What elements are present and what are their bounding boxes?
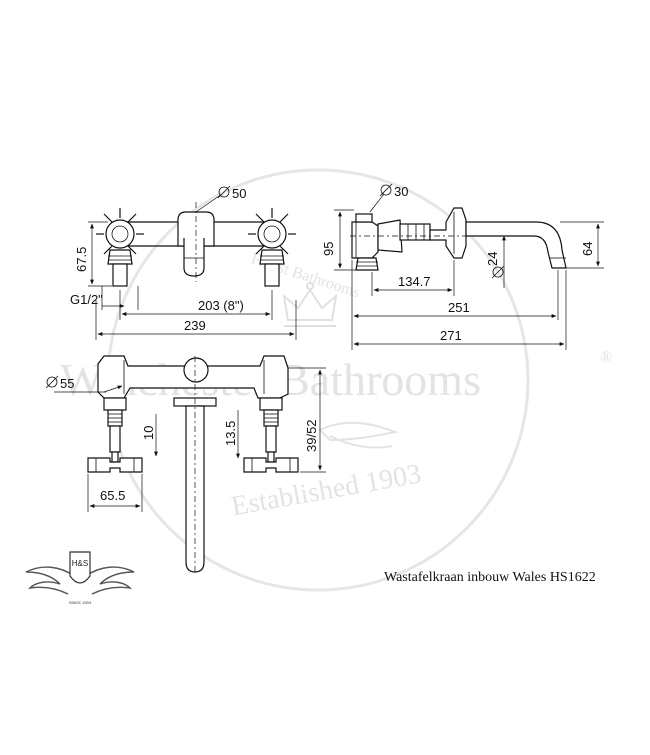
- dim-vertical-39-52: 39/52: [304, 419, 319, 452]
- dim-vertical-13-5: 13.5: [223, 421, 238, 446]
- plan-view: 55 10 13.5 39/52 65.5: [45, 355, 326, 575]
- hs-logo: H&S SINCE 1903: [25, 551, 135, 605]
- dim-diameter-50: 50: [232, 186, 246, 201]
- dim-width-203: 203 (8"): [198, 298, 244, 313]
- dim-vertical-10: 10: [141, 426, 156, 440]
- dim-width-251: 251: [448, 300, 470, 315]
- dim-width-134-7: 134.7: [398, 274, 431, 289]
- dim-height-64: 64: [580, 242, 595, 256]
- left-wing-icon: [25, 566, 75, 595]
- right-wing-icon: [85, 566, 135, 595]
- dim-width-239: 239: [184, 318, 206, 333]
- side-view: 30 95 24 64 134.7 251 271: [321, 183, 604, 350]
- dim-diameter-30: 30: [394, 184, 408, 199]
- dim-diameter-24: 24: [485, 252, 500, 266]
- dim-height-95: 95: [321, 242, 336, 256]
- dim-diameter-55: 55: [60, 376, 74, 391]
- front-view-top: 50 67.5 G1/2" 203 (8") 239: [70, 185, 297, 340]
- product-caption: Wastafelkraan inbouw Wales HS1622: [384, 570, 596, 585]
- logo-initials: H&S: [72, 559, 88, 568]
- watermark-crown-icon: [282, 282, 338, 327]
- logo-since: SINCE 1903: [69, 600, 92, 605]
- watermark-registered: ®: [600, 349, 612, 366]
- dim-height-67-5: 67.5: [74, 247, 89, 272]
- dim-thread: G1/2": [70, 292, 103, 307]
- watermark-emblem-icon: [318, 421, 399, 449]
- dim-width-65-5: 65.5: [100, 488, 125, 503]
- dim-width-271: 271: [440, 328, 462, 343]
- shield-icon: [69, 551, 91, 584]
